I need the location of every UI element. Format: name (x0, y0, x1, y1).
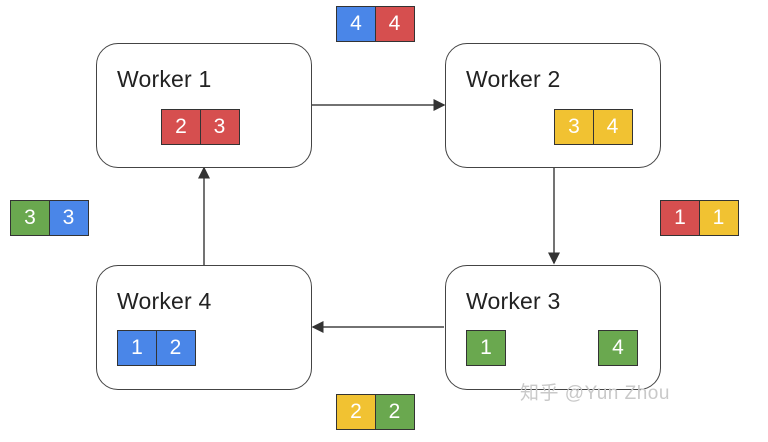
chunk: 2 (374, 394, 415, 430)
worker-2-label: Worker 2 (466, 66, 561, 92)
chunk: 4 (592, 109, 633, 145)
message-left: 3 3 (10, 200, 89, 236)
chunk: 3 (199, 109, 240, 145)
worker-1-box: Worker 1 2 3 (96, 43, 312, 168)
message-top: 4 4 (336, 6, 415, 42)
chunk: 3 (48, 200, 89, 236)
message-right: 1 1 (660, 200, 739, 236)
chunk: 4 (336, 6, 376, 42)
worker-3-label: Worker 3 (466, 288, 561, 314)
worker-4-label: Worker 4 (117, 288, 212, 314)
worker-1-label: Worker 1 (117, 66, 212, 92)
chunk: 1 (698, 200, 739, 236)
chunk: 2 (161, 109, 201, 145)
worker-4-box: Worker 4 1 2 (96, 265, 312, 390)
chunk: 4 (598, 330, 638, 366)
worker-3-chunks-left: 1 (466, 330, 506, 366)
chunk: 1 (117, 330, 157, 366)
worker-3-box: Worker 3 1 4 (445, 265, 661, 390)
chunk: 2 (155, 330, 196, 366)
chunk: 3 (554, 109, 594, 145)
worker-4-chunks: 1 2 (117, 330, 196, 366)
chunk: 4 (374, 6, 415, 42)
message-bottom: 2 2 (336, 394, 415, 430)
worker-3-chunks-right: 4 (598, 330, 638, 366)
worker-2-chunks: 3 4 (554, 109, 633, 145)
worker-2-box: Worker 2 3 4 (445, 43, 661, 168)
chunk: 2 (336, 394, 376, 430)
watermark: 知乎 @Yun Zhou (520, 383, 670, 404)
worker-1-chunks: 2 3 (161, 109, 240, 145)
chunk: 3 (10, 200, 50, 236)
chunk: 1 (660, 200, 700, 236)
chunk: 1 (466, 330, 506, 366)
